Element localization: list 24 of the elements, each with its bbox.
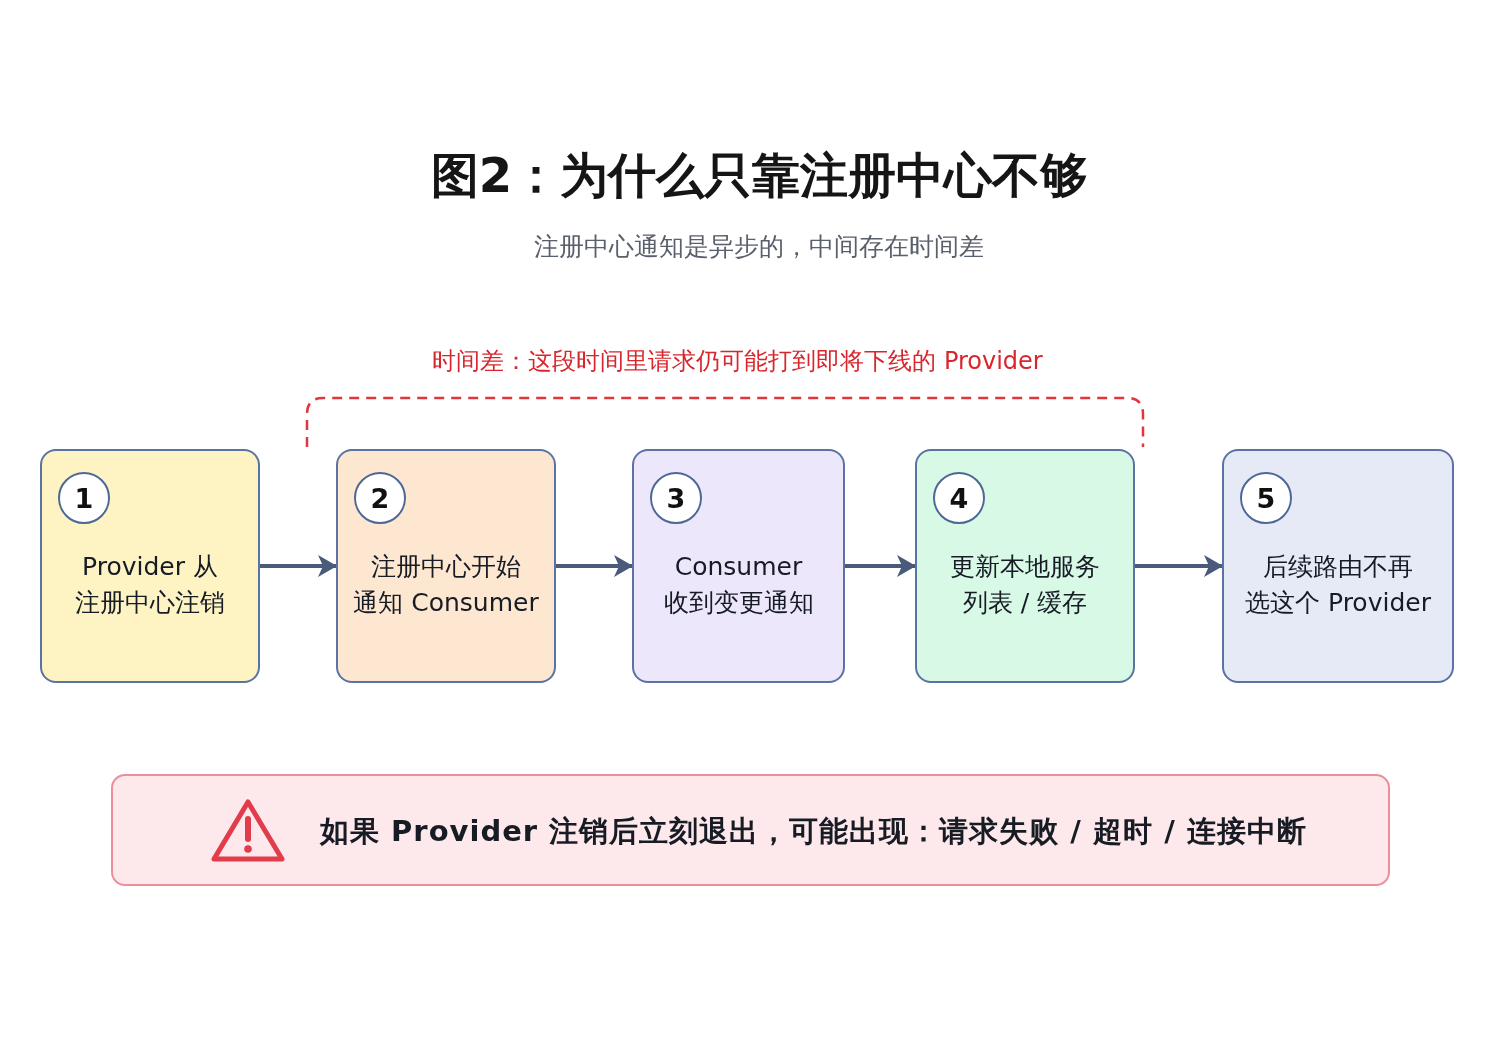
step-text: Consumer 收到变更通知 xyxy=(663,551,814,619)
step-box xyxy=(1222,449,1454,683)
arrow xyxy=(1135,555,1223,577)
step-box xyxy=(336,449,556,683)
step-box xyxy=(632,449,845,683)
subtitle: 注册中心通知是异步的，中间存在时间差 xyxy=(533,231,984,263)
step-text: 注册中心开始通知 Consumer xyxy=(353,551,539,619)
number-circle: 5 xyxy=(1240,472,1292,524)
bracket-label: 时间差：这段时间里请求仍可能打到即将下线的 Provider xyxy=(432,346,1043,377)
number-circle: 2 xyxy=(354,472,406,524)
step-text: Provider 从注册中心注销 xyxy=(75,551,225,619)
step-box xyxy=(40,449,260,683)
number-circle: 4 xyxy=(933,472,985,524)
warning-text: 如果 Provider 注销后立刻退出，可能出现：请求失败 / 超时 / 连接中断 xyxy=(320,813,1307,850)
number-circle: 3 xyxy=(650,472,702,524)
number-circle: 1 xyxy=(58,472,110,524)
arrow xyxy=(260,555,337,577)
warning-banner xyxy=(111,774,1390,886)
step-box xyxy=(915,449,1135,683)
title: 图2：为什么只靠注册中心不够 xyxy=(430,146,1089,205)
arrow xyxy=(556,555,633,577)
arrow xyxy=(845,555,916,577)
step-text: 更新本地服务列表 / 缓存 xyxy=(950,551,1100,619)
step-text: 后续路由不再选这个 Provider xyxy=(1245,551,1431,619)
